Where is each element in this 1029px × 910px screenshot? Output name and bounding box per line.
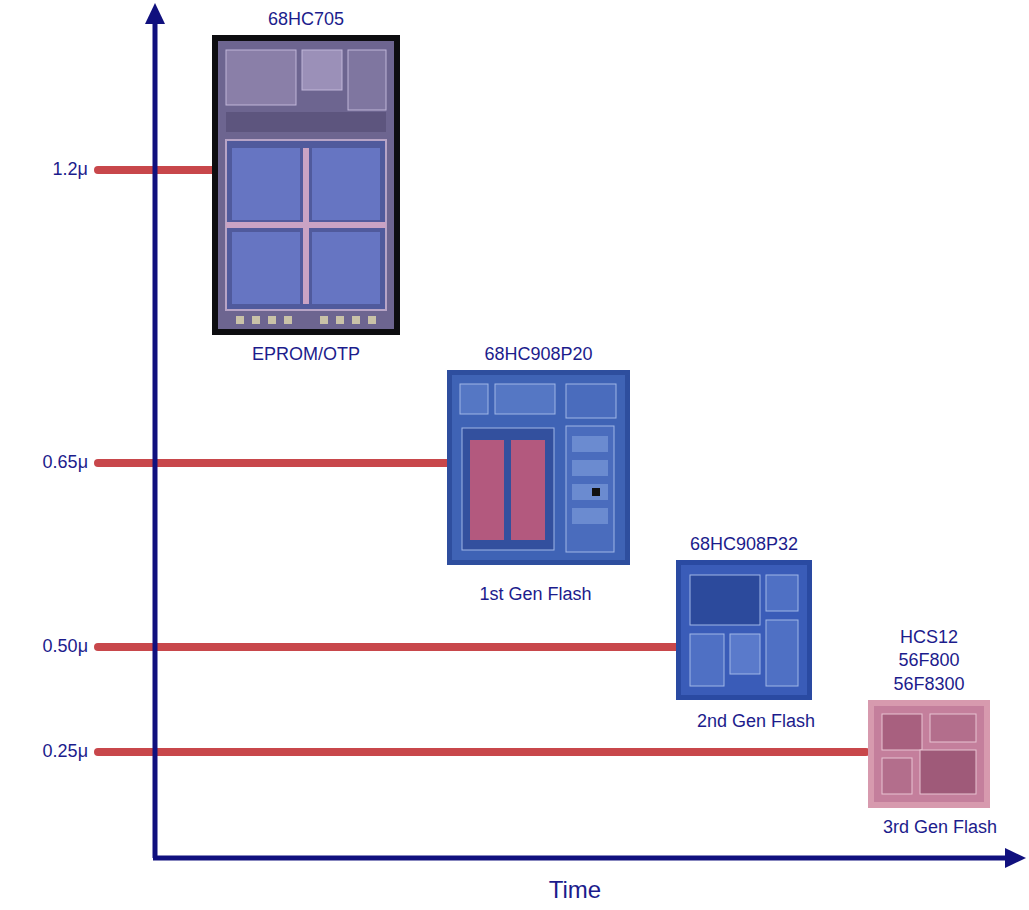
chip-node: 68HC705EPROM/OTP: [212, 35, 400, 335]
chip-name: 68HC705: [268, 8, 344, 31]
generation-label: 2nd Gen Flash: [697, 710, 815, 733]
chip-die-2: [447, 370, 630, 565]
feature-size-label: 0.25μ: [43, 741, 88, 763]
chip-name: 68HC908P20: [484, 343, 592, 366]
chip-node: 68HC908P201st Gen Flash: [447, 370, 630, 565]
chip-name: 68HC908P32: [690, 533, 798, 556]
feature-size-label: 0.50μ: [43, 636, 88, 658]
axes: [145, 3, 1026, 868]
chip-die-3: [676, 560, 812, 700]
generation-label: 3rd Gen Flash: [883, 816, 997, 839]
chip-name: HCS12 56F800 56F8300: [893, 626, 964, 696]
chip-node: HCS12 56F800 56F83003rd Gen Flash: [868, 700, 990, 808]
chip-node: 68HC908P322nd Gen Flash: [676, 560, 812, 700]
axis-title: Time: [549, 876, 601, 905]
generation-label: 1st Gen Flash: [479, 583, 591, 606]
chip-die-1: [212, 35, 400, 335]
chip-die-4: [868, 700, 990, 808]
feature-size-label: 1.2μ: [53, 159, 88, 181]
feature-size-label: 0.65μ: [43, 452, 88, 474]
generation-label: EPROM/OTP: [252, 343, 360, 366]
